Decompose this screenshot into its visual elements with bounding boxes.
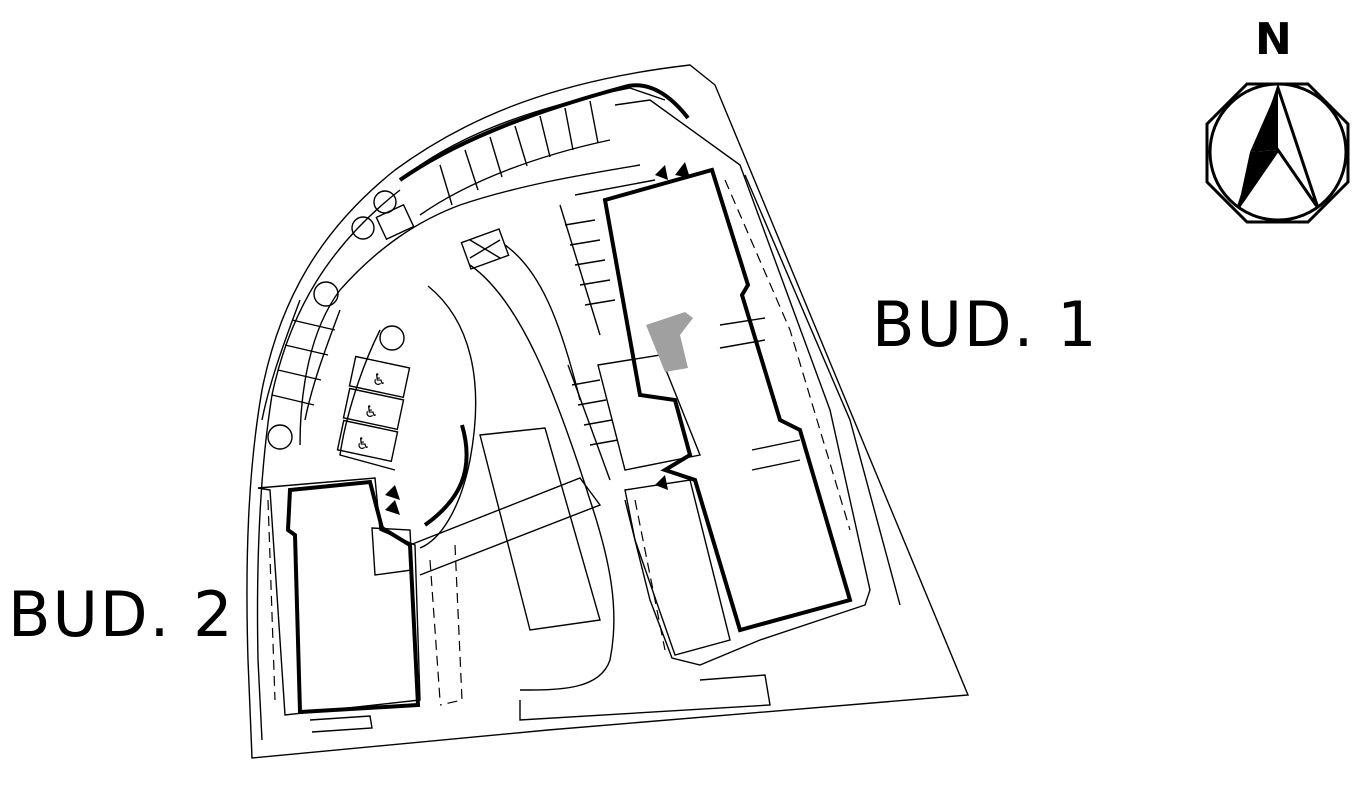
wheelchair-icon: ♿	[372, 370, 386, 389]
parking-row-west	[261, 299, 341, 421]
building-2-label: BUD. 2	[8, 578, 235, 651]
building-1	[597, 167, 853, 656]
building-1-pathway	[614, 99, 871, 666]
stairs	[559, 179, 656, 481]
tree-icon	[267, 190, 405, 450]
building-1-pathway	[744, 174, 901, 606]
wheelchair-icon: ♿	[364, 402, 378, 421]
building-1-entrance	[646, 312, 693, 372]
lawn-area	[479, 427, 601, 631]
hedge	[423, 424, 469, 527]
parking-row-north	[398, 83, 690, 216]
access-road	[504, 244, 581, 401]
accessible-parking: ♿ ♿ ♿	[336, 329, 411, 471]
perimeter-road-inner	[299, 164, 641, 446]
site-boundary	[246, 64, 970, 759]
walkway	[409, 477, 602, 576]
building-1-label: BUD. 1	[872, 288, 1099, 361]
north-label: N	[1255, 14, 1292, 65]
waste-bins	[385, 162, 690, 515]
building-2	[257, 477, 463, 733]
north-arrow-icon	[1205, 82, 1350, 224]
wheelchair-icon: ♿	[356, 434, 370, 453]
access-road	[419, 285, 477, 549]
access-road	[469, 264, 615, 691]
building-1-pathway	[519, 674, 771, 721]
enclosure	[375, 203, 510, 270]
